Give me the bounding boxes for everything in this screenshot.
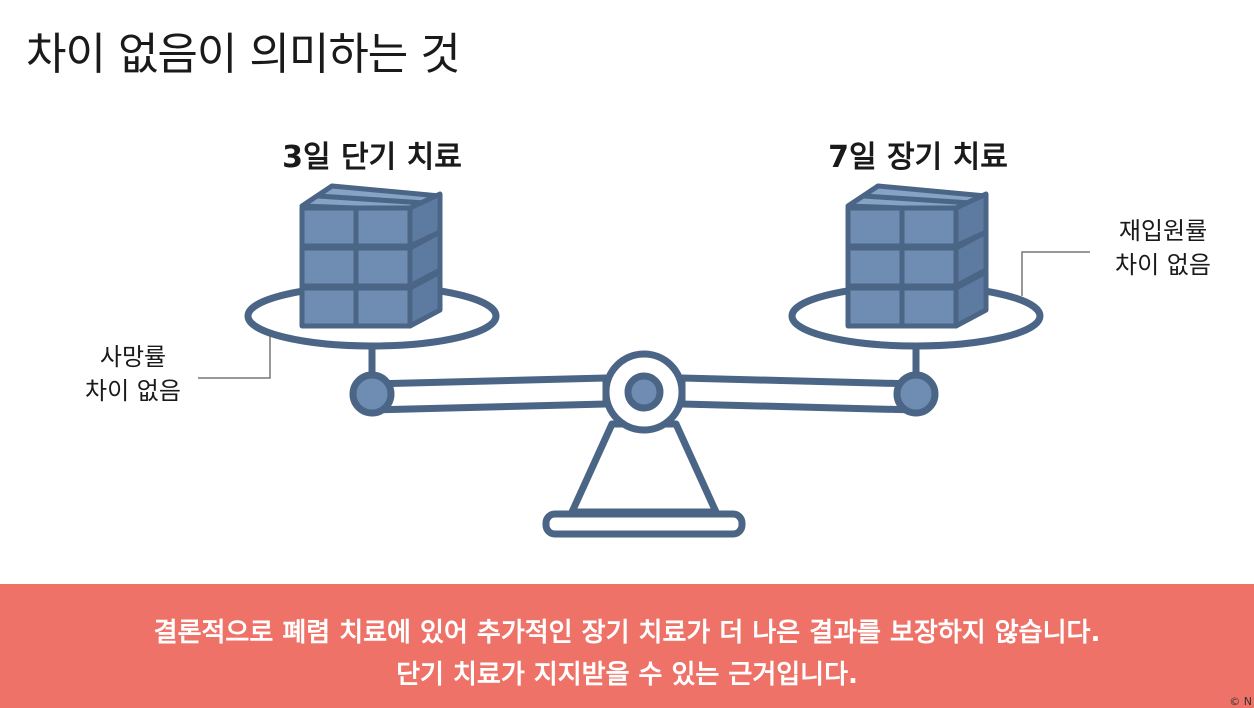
left-note-line2: 차이 없음 (85, 377, 181, 405)
right-note-line2: 차이 없음 (1115, 251, 1211, 279)
right-joint (893, 371, 939, 417)
right-note-line1: 재입원률 (1118, 217, 1208, 245)
page-title: 차이 없음이 의미하는 것 (26, 29, 461, 80)
conclusion-text: 결론적으로 폐렴 치료에 있어 추가적인 장기 치료가 더 나은 결과를 보장하… (0, 612, 1254, 696)
left-callout-line (198, 336, 271, 379)
conclusion-line1: 결론적으로 폐렴 치료에 있어 추가적인 장기 치료가 더 나은 결과를 보장하… (153, 618, 1101, 648)
left-joint (349, 371, 395, 417)
right-note: 재입원률 차이 없음 (1098, 214, 1228, 282)
left-box-top (299, 183, 443, 249)
right-box-top (845, 183, 989, 249)
left-pan-label: 3일 단기 치료 (282, 140, 462, 175)
conclusion-banner (0, 584, 1254, 708)
left-note-line1: 사망률 (99, 343, 167, 371)
credit-mark: © N (1229, 695, 1252, 708)
right-box-stack (845, 183, 989, 329)
scale-base (542, 510, 746, 538)
scale-beam (368, 374, 610, 414)
scale-stand (568, 420, 720, 516)
left-note: 사망률 차이 없음 (68, 340, 198, 408)
left-box-stack (299, 183, 443, 329)
center-pivot-inner (624, 372, 664, 412)
conclusion-line2: 단기 치료가 지지받을 수 있는 근거입니다. (396, 660, 858, 690)
scale-beam-right (678, 374, 920, 414)
right-callout-line (1021, 251, 1090, 296)
right-pan-label: 7일 장기 치료 (828, 140, 1008, 175)
